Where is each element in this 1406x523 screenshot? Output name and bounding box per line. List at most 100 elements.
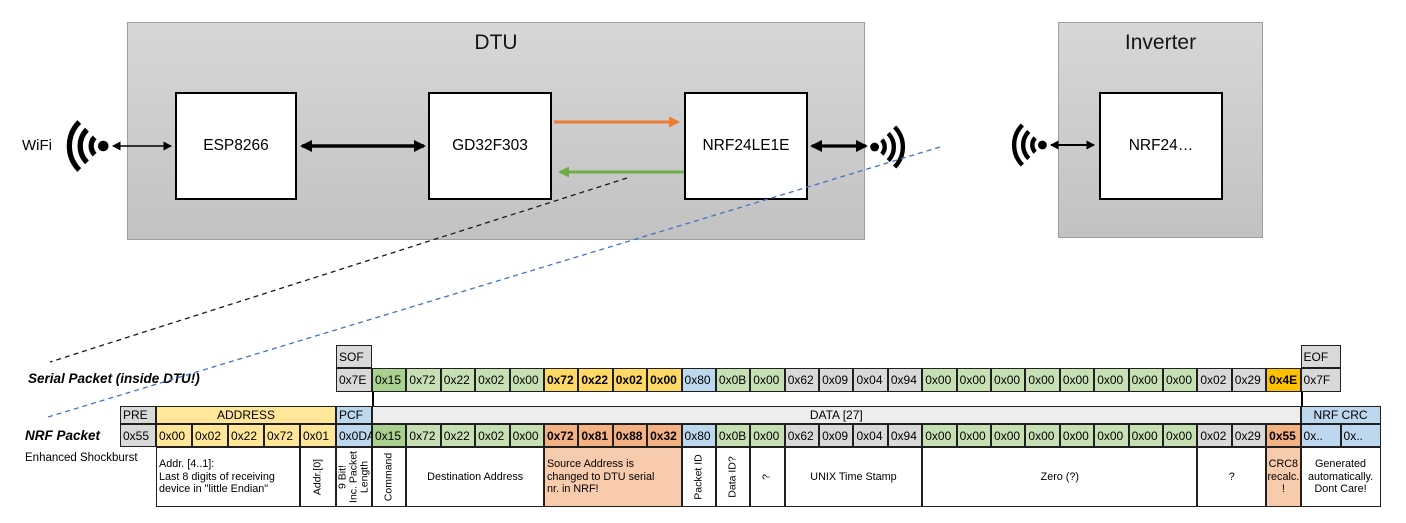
- annotation-packet-id: Packet ID: [681, 447, 716, 507]
- nrf-byte-cell: 0x80: [681, 424, 716, 447]
- nrf-packet-label: NRF Packet: [25, 428, 101, 443]
- nrf-byte-cell: 0x72: [406, 424, 441, 447]
- nrf-byte-cell: 0x00: [1059, 424, 1095, 447]
- inverter-nrf24-box: NRF24…: [1099, 92, 1223, 200]
- nrf-crc-value-cell: 0x..: [1340, 424, 1381, 447]
- serial-byte-cell: 0x15: [372, 368, 407, 392]
- serial-byte-cell: 0x09: [819, 368, 854, 392]
- address-byte-cell: 0x02: [192, 424, 228, 447]
- serial-byte-cell: 0x72: [543, 368, 579, 392]
- data-end-connector: [1300, 392, 1341, 406]
- serial-byte-cell: 0x04: [853, 368, 888, 392]
- inverter-box: Inverter: [1058, 22, 1263, 238]
- nrf-byte-cell: 0x00: [509, 424, 544, 447]
- annotation-addr0: Addr.[0]: [300, 447, 336, 507]
- serial-byte-cell: 0x72: [406, 368, 441, 392]
- address-byte-cell: 0x22: [228, 424, 264, 447]
- annotation-data-id: Data ID?: [715, 447, 751, 507]
- nrf-byte-cell: 0x00: [1025, 424, 1060, 447]
- serial-byte-cell: 0x29: [1231, 368, 1267, 392]
- serial-byte-cell: 0x00: [1128, 368, 1163, 392]
- serial-byte-cell: 0x00: [750, 368, 785, 392]
- pre-value-cell: 0x55: [120, 424, 156, 447]
- nrf24le1e-box: NRF24LE1E: [684, 92, 808, 200]
- annotation-addr41: Addr. [4..1]: Last 8 digits of receiving…: [156, 447, 300, 507]
- annotation-pcf: 9 Bit! Inc. Packet Length: [336, 447, 372, 507]
- nrf-byte-cell: 0x02: [475, 424, 510, 447]
- address-header-cell: ADDRESS: [156, 406, 336, 424]
- nrf-byte-cell: 0x32: [647, 424, 682, 447]
- inverter-title: Inverter: [1124, 31, 1197, 54]
- serial-byte-cell: 0x00: [647, 368, 682, 392]
- nrf-byte-cell: 0x55: [1266, 424, 1301, 447]
- nrf-byte-cell: 0x00: [1162, 424, 1198, 447]
- data-start-connector: [372, 392, 406, 406]
- nrf-crc-header-cell: NRF CRC: [1300, 406, 1381, 424]
- wifi-antenna-icon: [66, 120, 109, 172]
- sof-value-cell: 0x7E: [336, 368, 372, 392]
- annotation-unknown-byte: ?: [750, 447, 785, 507]
- serial-byte-cell: 0x80: [681, 368, 716, 392]
- serial-byte-cell: 0x62: [784, 368, 820, 392]
- nrf-byte-cell: 0x00: [1128, 424, 1163, 447]
- data-header-cell: DATA [27]: [372, 406, 1301, 424]
- serial-byte-cell: 0x02: [1197, 368, 1232, 392]
- address-byte-cell: 0x00: [156, 424, 192, 447]
- address-byte-cell: 0x72: [264, 424, 300, 447]
- annotation-unix-timestamp: UNIX Time Stamp: [784, 447, 923, 507]
- annotation-crc8: CRC8 recalc. !: [1266, 447, 1301, 507]
- serial-byte-cell: 0x94: [887, 368, 923, 392]
- serial-byte-cell: 0x0B: [715, 368, 751, 392]
- serial-byte-cell: 0x00: [991, 368, 1026, 392]
- annotation-command: Command: [372, 447, 407, 507]
- nrf-byte-cell: 0x04: [853, 424, 888, 447]
- wifi-antenna-icon: [870, 125, 905, 169]
- annotation-destination-address: Destination Address: [406, 447, 544, 507]
- serial-byte-cell: 0x4E: [1266, 368, 1301, 392]
- serial-byte-cell: 0x00: [922, 368, 957, 392]
- esp8266-box: ESP8266: [175, 92, 297, 200]
- gd32f303-box: GD32F303: [428, 92, 552, 200]
- nrf24le1e-label: NRF24LE1E: [702, 137, 790, 154]
- nrf-byte-cell: 0x00: [956, 424, 992, 447]
- serial-packet-label: Serial Packet (inside DTU!): [28, 371, 200, 386]
- serial-byte-cell: 0x00: [509, 368, 544, 392]
- nrf-byte-cell: 0x94: [887, 424, 923, 447]
- nrf-byte-cell: 0x09: [819, 424, 854, 447]
- serial-byte-cell: 0x22: [440, 368, 476, 392]
- dtu-title: DTU: [474, 31, 518, 54]
- serial-byte-cell: 0x00: [956, 368, 992, 392]
- annotation-unknown-tail: ?: [1197, 447, 1267, 507]
- nrf-byte-cell: 0x00: [922, 424, 957, 447]
- pcf-value-cell: 0x0DA: [336, 424, 375, 447]
- gd32f303-label: GD32F303: [452, 137, 528, 154]
- nrf-byte-cell: 0x02: [1197, 424, 1232, 447]
- serial-byte-cell: 0x00: [1094, 368, 1129, 392]
- inverter-nrf24-label: NRF24…: [1128, 137, 1194, 154]
- serial-byte-cell: 0x22: [578, 368, 613, 392]
- annotation-source-address: Source Address is changed to DTU serial …: [543, 447, 682, 507]
- eof-value-cell: 0x7F: [1300, 368, 1341, 392]
- nrf-byte-cell: 0x62: [784, 424, 820, 447]
- enhanced-shockburst-label: Enhanced Shockburst: [25, 452, 138, 464]
- nrf-byte-cell: 0x88: [612, 424, 648, 447]
- sof-header-cell: SOF: [336, 345, 372, 368]
- annotation-nrf-crc: Generated automatically. Dont Care!: [1300, 447, 1381, 507]
- pcf-header-cell: PCF: [336, 406, 372, 424]
- esp8266-label: ESP8266: [203, 137, 269, 154]
- wifi-antenna-icon: [1012, 123, 1047, 167]
- wifi-label: WiFi: [22, 137, 52, 154]
- nrf-byte-cell: 0x29: [1231, 424, 1267, 447]
- serial-byte-cell: 0x00: [1162, 368, 1198, 392]
- annotation-zero: Zero (?): [922, 447, 1198, 507]
- serial-byte-cell: 0x02: [475, 368, 510, 392]
- pre-header-cell: PRE: [120, 406, 156, 424]
- nrf-byte-cell: 0x15: [372, 424, 407, 447]
- nrf-byte-cell: 0x81: [578, 424, 613, 447]
- nrf-byte-cell: 0x0B: [715, 424, 751, 447]
- serial-byte-cell: 0x00: [1025, 368, 1060, 392]
- nrf-byte-cell: 0x00: [1094, 424, 1129, 447]
- address-byte-cell: 0x01: [300, 424, 336, 447]
